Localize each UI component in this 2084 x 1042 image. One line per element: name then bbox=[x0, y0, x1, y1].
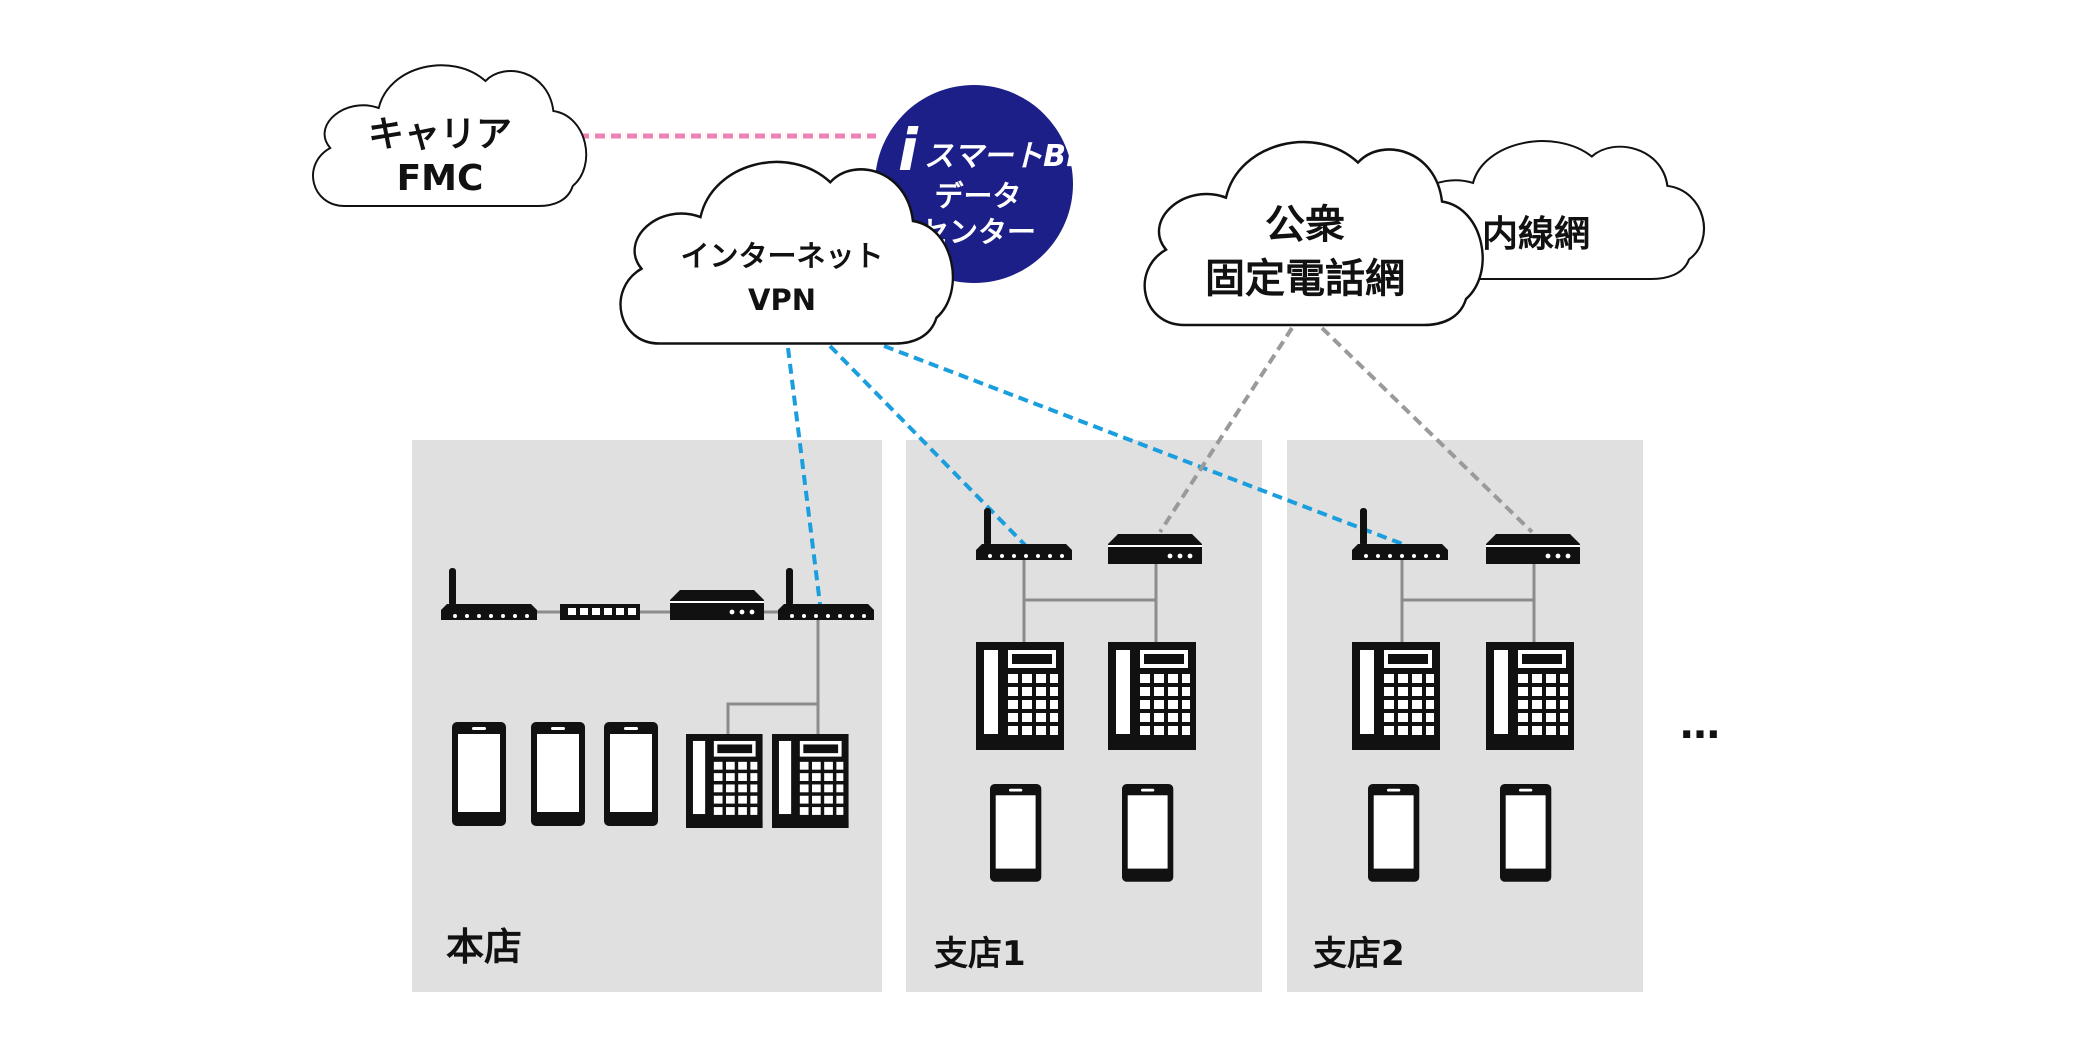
shiten2-smartphone-2 bbox=[1500, 784, 1552, 882]
honten-modem bbox=[669, 589, 765, 621]
honten-panel bbox=[412, 440, 882, 992]
carrier-fmc-label-1: キャリア bbox=[368, 114, 512, 155]
shiten2-deskphone-2 bbox=[1486, 642, 1574, 750]
internet-vpn-label-2: VPN bbox=[748, 283, 816, 317]
shiten1-deskphone-1 bbox=[976, 642, 1064, 750]
honten-smartphone-3 bbox=[604, 722, 658, 826]
honten-switching-hub bbox=[560, 604, 640, 620]
honten-deskphone-1 bbox=[686, 734, 763, 828]
shiten2-modem bbox=[1485, 533, 1581, 565]
shiten2-wiring bbox=[1400, 560, 1536, 644]
shiten1-wiring bbox=[1022, 560, 1158, 644]
datacenter-logo-i: i bbox=[898, 116, 919, 184]
public-link-shiten2 bbox=[1320, 326, 1534, 534]
datacenter-label-1: データ bbox=[934, 179, 1021, 213]
shiten2-label: 支店2 bbox=[1313, 934, 1405, 974]
honten-smartphone-1 bbox=[452, 722, 506, 826]
shiten1-smartphone-1 bbox=[990, 784, 1042, 882]
carrier-fmc-label-2: FMC bbox=[397, 158, 484, 199]
vpn-link-shiten1 bbox=[828, 344, 1027, 547]
internet-vpn-label-1: インターネット bbox=[680, 239, 883, 273]
shiten2-smartphone-1 bbox=[1368, 784, 1420, 882]
shiten1-deskphone-2 bbox=[1108, 642, 1196, 750]
shiten1-panel bbox=[906, 440, 1262, 992]
public-network-label-1: 公衆 bbox=[1265, 202, 1345, 248]
shiten1-modem bbox=[1107, 533, 1203, 565]
more-sites-ellipsis: … bbox=[1680, 702, 1720, 748]
honten-smartphone-2 bbox=[531, 722, 585, 826]
extension-network-label: 内線網 bbox=[1482, 214, 1590, 255]
honten-label: 本店 bbox=[446, 925, 522, 969]
vpn-link-shiten2 bbox=[883, 344, 1406, 547]
public-link-shiten1 bbox=[1158, 326, 1294, 534]
shiten2-deskphone-1 bbox=[1352, 642, 1440, 750]
shiten1-label: 支店1 bbox=[934, 934, 1026, 974]
shiten2-panel bbox=[1287, 440, 1643, 992]
shiten1-smartphone-2 bbox=[1122, 784, 1174, 882]
vpn-link-honten bbox=[786, 347, 822, 605]
datacenter-logo-text: スマートBiz bbox=[924, 139, 1094, 174]
public-network-label-2: 固定電話網 bbox=[1205, 256, 1405, 302]
honten-deskphone-2 bbox=[772, 734, 849, 828]
